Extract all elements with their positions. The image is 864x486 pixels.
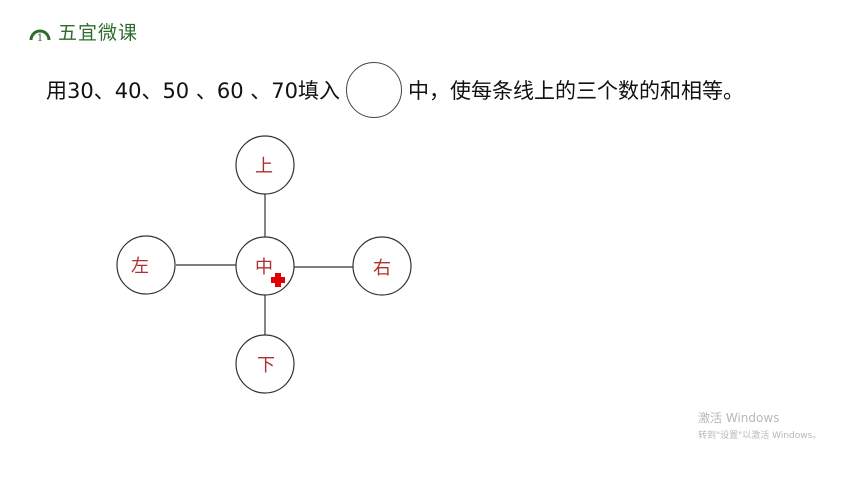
svg-text:1: 1 <box>37 33 43 44</box>
logo: 1 五宜微课 <box>28 18 138 45</box>
question-text: 用30、40、50 、60 、70填入 中，使每条线上的三个数的和相等。 <box>46 62 744 118</box>
logo-text: 五宜微课 <box>58 22 139 44</box>
question-part-1: 用30、40、50 、60 、70填入 <box>46 79 340 103</box>
question-part-2: 中，使每条线上的三个数的和相等。 <box>407 79 744 103</box>
windows-activation-watermark: 激活 Windows 转到"设置"以激活 Windows。 <box>698 409 821 441</box>
blank-circle-icon <box>345 62 402 118</box>
node-top-label: 上 <box>255 156 273 177</box>
node-bottom[interactable] <box>235 334 295 394</box>
node-center-label: 中 <box>255 257 273 278</box>
watermark-subtitle: 转到"设置"以激活 Windows。 <box>698 431 822 441</box>
node-right[interactable] <box>352 236 412 296</box>
watermark-title: 激活 Windows <box>698 411 780 425</box>
logo-arch-icon: 1 <box>29 29 51 44</box>
node-left-label: 左 <box>131 256 149 277</box>
node-top[interactable] <box>235 135 295 195</box>
node-right-label: 右 <box>373 258 391 279</box>
node-bottom-label: 下 <box>257 355 275 376</box>
red-cross-cursor-icon <box>271 273 285 287</box>
node-left[interactable] <box>116 235 176 295</box>
